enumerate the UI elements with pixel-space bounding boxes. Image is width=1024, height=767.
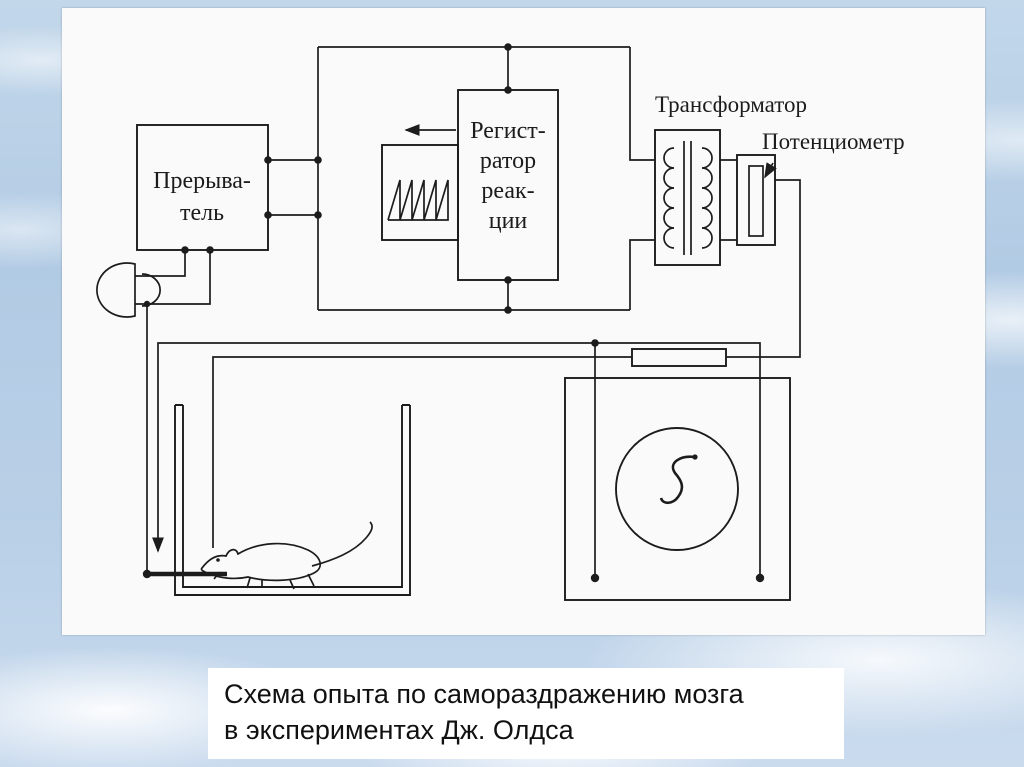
stimulator-block bbox=[564, 377, 791, 601]
rat-tail bbox=[311, 521, 373, 567]
junction-dot bbox=[206, 246, 214, 254]
wire-lower-long bbox=[212, 356, 632, 548]
stimulator-circle bbox=[615, 427, 739, 551]
transformer-coil-left bbox=[663, 147, 675, 249]
wire-upper-long bbox=[152, 342, 761, 578]
hook-symbol bbox=[659, 455, 696, 505]
caption-line2: в экспериментах Дж. Олдса bbox=[224, 715, 574, 746]
junction-dot bbox=[504, 86, 512, 94]
potentiometer-block: Потенциометр bbox=[736, 129, 905, 246]
experiment-diagram: Прерыва- тель Регист- ратор реак- ции Тр… bbox=[96, 43, 905, 601]
recorder-label-line1: Регист- bbox=[470, 118, 546, 144]
wire-speaker-top bbox=[135, 250, 186, 277]
wire-speaker-bottom bbox=[135, 250, 211, 305]
sawtooth-box bbox=[381, 144, 459, 241]
transformer-box bbox=[654, 129, 721, 266]
stimulator-square bbox=[564, 377, 791, 601]
interrupter-label-line1: Прерыва- bbox=[153, 168, 251, 194]
junction-dot bbox=[264, 211, 272, 219]
wire-to-transformer-top bbox=[629, 47, 655, 161]
junction-dot bbox=[504, 276, 512, 284]
junction-dot bbox=[591, 339, 599, 347]
recorder-label-line2: ратор bbox=[480, 148, 536, 174]
rat-legs bbox=[213, 571, 315, 590]
diagram-panel: Прерыва- тель Регист- ратор реак- ции Тр… bbox=[62, 8, 985, 635]
transformer-core bbox=[683, 141, 692, 255]
speaker-horn bbox=[96, 262, 136, 318]
recorder-label-line4: ции bbox=[489, 208, 528, 234]
chamber-outer-wall bbox=[174, 405, 411, 596]
junction-dot bbox=[143, 300, 151, 308]
speaker-icon bbox=[96, 262, 161, 318]
transformer-block: Трансформатор bbox=[654, 92, 807, 266]
junction-dot bbox=[755, 573, 765, 583]
junction-dot bbox=[590, 573, 600, 583]
recorder-label-line3: реак- bbox=[481, 178, 534, 204]
potentiometer-wiper-arrow bbox=[764, 162, 777, 179]
caption-box: Схема опыта по самораздражению мозга в э… bbox=[208, 668, 844, 759]
potentiometer-resistor bbox=[748, 165, 764, 237]
junction-dot bbox=[504, 306, 512, 314]
junction-dot bbox=[504, 43, 512, 51]
wire-to-transformer-bottom bbox=[629, 239, 655, 310]
junction-dot bbox=[181, 246, 189, 254]
potentiometer-box bbox=[736, 154, 776, 246]
series-resistor-box bbox=[631, 348, 727, 367]
chamber-inner-wall bbox=[182, 405, 403, 588]
rat-drawing bbox=[200, 521, 373, 590]
junction-dots bbox=[142, 43, 765, 583]
caption-line1: Схема опыта по самораздражению мозга bbox=[224, 679, 744, 709]
interrupter-label-line2: тель bbox=[180, 200, 224, 226]
rat-body bbox=[200, 542, 322, 582]
rat-chamber bbox=[147, 404, 411, 596]
circuit-wires bbox=[135, 46, 801, 578]
junction-dot bbox=[314, 211, 322, 219]
junction-dot bbox=[264, 156, 272, 164]
speaker-arc bbox=[141, 273, 161, 307]
rat-eye bbox=[216, 558, 220, 562]
interrupter-box bbox=[136, 124, 269, 251]
junction-dot bbox=[314, 156, 322, 164]
interrupter-block: Прерыва- тель bbox=[136, 124, 269, 251]
sawtooth-waveform bbox=[387, 179, 449, 221]
potentiometer-label: Потенциометр bbox=[762, 129, 905, 154]
transformer-label: Трансформатор bbox=[655, 92, 807, 117]
junction-dot bbox=[142, 569, 152, 579]
wire-pot-down bbox=[726, 179, 801, 358]
recorder-block: Регист- ратор реак- ции bbox=[381, 89, 559, 281]
transformer-coil-right bbox=[701, 147, 713, 249]
